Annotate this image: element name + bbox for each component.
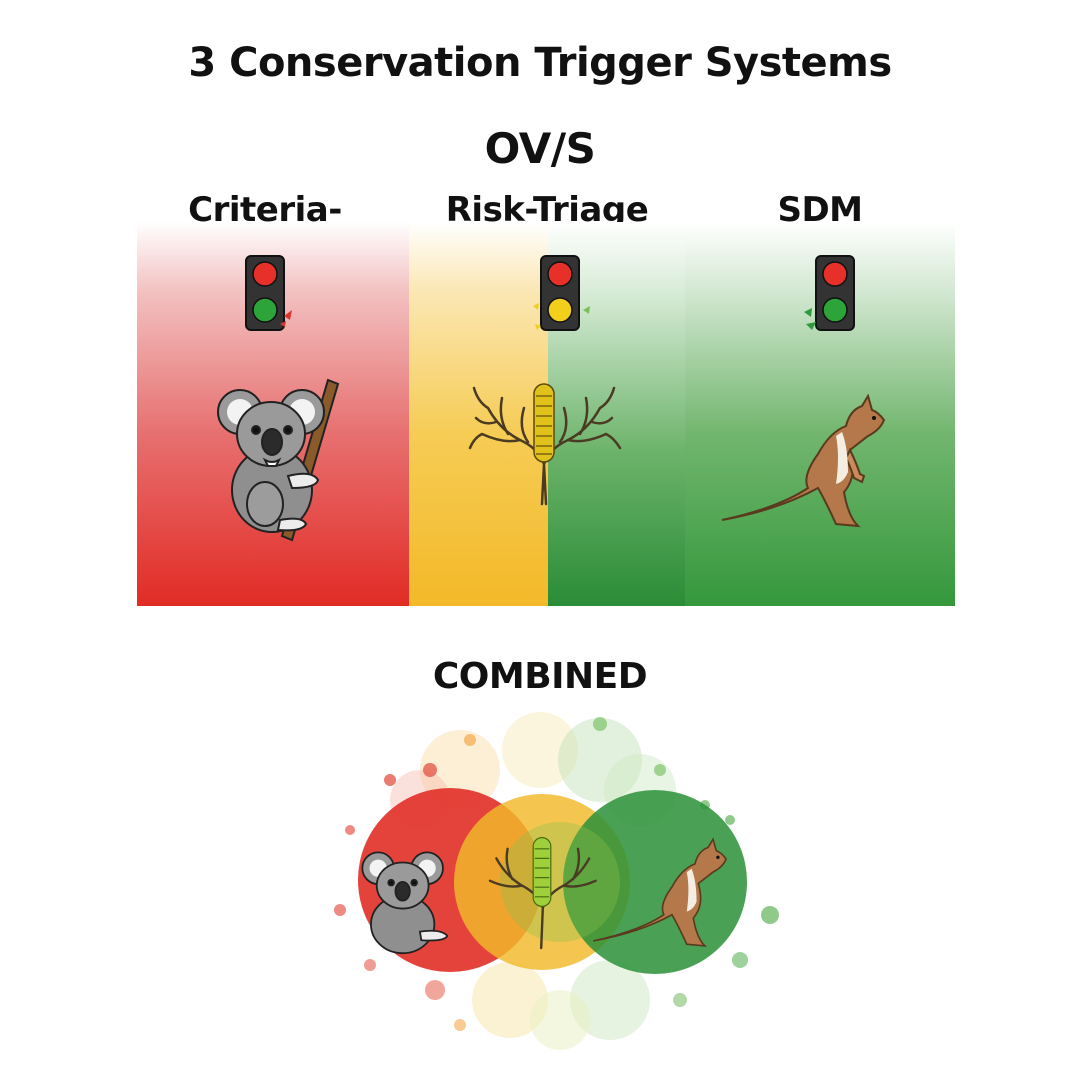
banksia-tree-icon xyxy=(488,837,597,950)
combined-label: COMBINED xyxy=(432,656,648,697)
green-circle xyxy=(563,790,747,974)
banksia-tree-icon xyxy=(468,383,622,506)
combined-overlap-graphic xyxy=(334,712,779,1050)
kangaroo-icon xyxy=(593,837,728,947)
kangaroo-icon xyxy=(721,393,886,528)
risk-triage-panel-yellow xyxy=(409,222,548,606)
traffic-light-icon xyxy=(533,255,590,331)
koala-icon xyxy=(217,378,340,542)
vs-label: OV/S xyxy=(484,124,596,173)
koala-icon xyxy=(361,851,449,955)
traffic-light-icon xyxy=(245,255,292,331)
traffic-light-icon xyxy=(804,255,855,331)
paint-splatter-dots xyxy=(334,712,779,1050)
diagram-title: 3 Conservation Trigger Systems xyxy=(188,40,892,86)
